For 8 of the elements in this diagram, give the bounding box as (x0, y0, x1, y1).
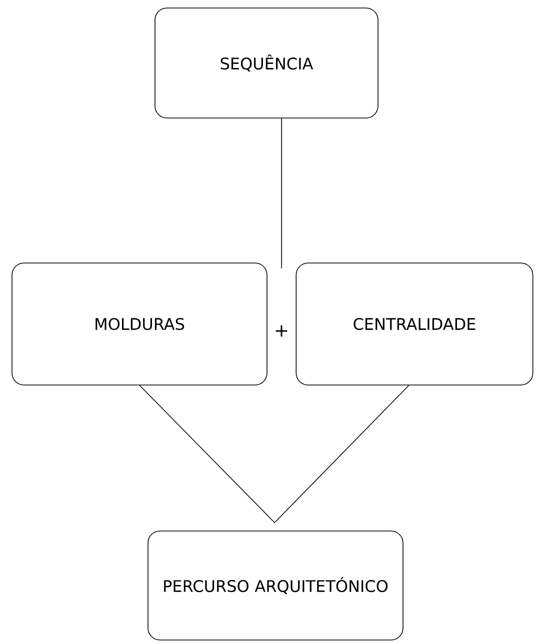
plus-sign: + (276, 325, 288, 337)
connector-line (139, 385, 275, 523)
process-box: SEQUÊNCIA (154, 8, 378, 118)
connector-line (274, 385, 410, 523)
connector-line (281, 118, 282, 269)
process-box: MOLDURAS (12, 262, 268, 386)
process-box: CENTRALIDADE (296, 262, 534, 386)
process-box: PERCURSO ARQUITETÓNICO (148, 530, 404, 640)
